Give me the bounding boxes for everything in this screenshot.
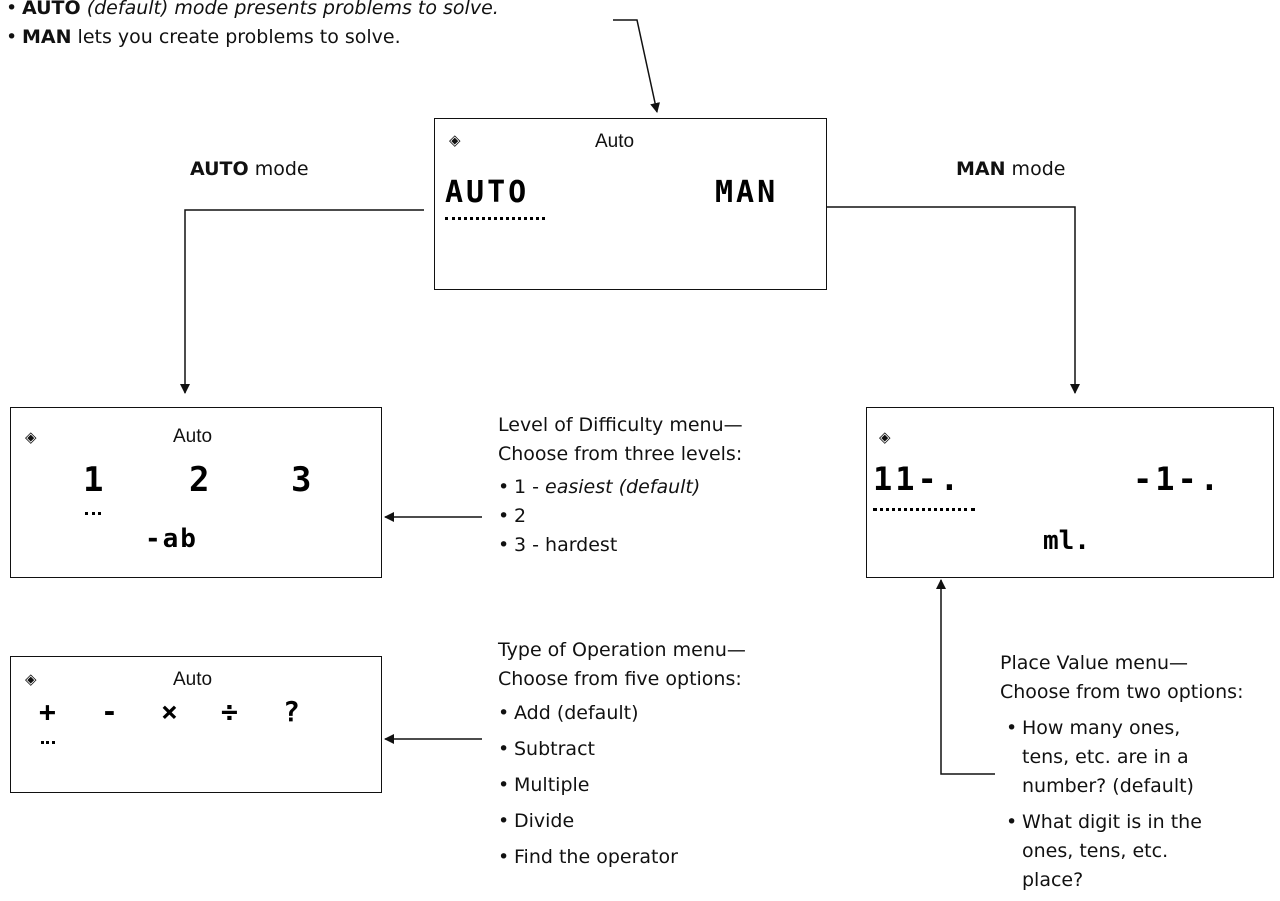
difficulty-item: 1 - easiest (default) <box>498 473 743 502</box>
auto-option[interactable]: AUTO <box>445 175 530 210</box>
level-option-2[interactable]: 2 <box>189 460 210 500</box>
op-option-subtract[interactable]: - <box>101 695 118 728</box>
difficulty-screen: ◈ Auto 1 2 3 -ab <box>10 407 382 578</box>
place-item: What digit is in the ones, tens, etc. pl… <box>1006 808 1232 895</box>
level-option-1[interactable]: 1 <box>83 460 104 500</box>
place-option-digit[interactable]: -1-. <box>1133 460 1223 498</box>
op-option-multiply[interactable]: × <box>161 695 178 728</box>
logo-icon: ◈ <box>879 428 891 446</box>
place-indicator: ml. <box>1043 526 1090 556</box>
place-subheading: Choose from two options: <box>1000 681 1244 703</box>
operation-item: Multiple <box>498 771 746 800</box>
place-value-notes: Place Value menu— Choose from two option… <box>1000 649 1275 895</box>
difficulty-heading: Level of Difficulty menu— <box>498 414 743 436</box>
operation-screen: ◈ Auto + - × ÷ ? <box>10 656 382 793</box>
intro-item-man: MAN lets you create problems to solve. <box>6 23 499 52</box>
place-option-ones[interactable]: 11-. <box>873 460 963 498</box>
place-item: How many ones, tens, etc. are in a numbe… <box>1006 714 1212 801</box>
logo-icon: ◈ <box>25 428 37 446</box>
op-option-find[interactable]: ? <box>283 695 300 728</box>
selection-cursor <box>85 512 101 515</box>
difficulty-notes: Level of Difficulty menu— Choose from th… <box>498 411 743 560</box>
op-option-add[interactable]: + <box>39 695 56 728</box>
intro-item-auto: AUTO (default) mode presents problems to… <box>6 0 499 23</box>
difficulty-item: 3 - hardest <box>498 531 743 560</box>
screen-title: Auto <box>595 131 635 152</box>
logo-icon: ◈ <box>449 131 461 149</box>
difficulty-item: 2 <box>498 502 743 531</box>
man-branch-arrow <box>826 206 1080 394</box>
level-option-3[interactable]: 3 <box>291 460 312 500</box>
operation-notes: Type of Operation menu— Choose from five… <box>498 636 746 879</box>
op-option-divide[interactable]: ÷ <box>221 695 238 728</box>
place-heading: Place Value menu— <box>1000 652 1189 674</box>
intro-arrow <box>613 19 660 113</box>
level-indicator: -ab <box>145 524 198 554</box>
difficulty-subheading: Choose from three levels: <box>498 443 743 465</box>
place-value-screen: ◈ 11-. -1-. ml. <box>866 407 1274 578</box>
auto-mode-label: AUTO mode <box>190 158 309 180</box>
selection-cursor <box>445 217 545 220</box>
operation-item: Subtract <box>498 735 746 764</box>
auto-branch-arrow <box>180 209 424 394</box>
operation-item: Divide <box>498 807 746 836</box>
intro-notes: AUTO (default) mode presents problems to… <box>6 0 499 52</box>
logo-icon: ◈ <box>25 670 37 688</box>
screen-title: Auto <box>173 669 213 690</box>
operation-subheading: Choose from five options: <box>498 668 742 690</box>
operation-item: Add (default) <box>498 699 746 728</box>
mode-select-screen: ◈ Auto AUTO MAN <box>434 118 827 290</box>
place-arrow <box>936 579 995 775</box>
selection-cursor <box>41 741 55 744</box>
man-mode-label: MAN mode <box>956 158 1066 180</box>
screen-title: Auto <box>173 426 213 447</box>
man-option[interactable]: MAN <box>715 175 779 210</box>
selection-cursor <box>873 508 975 511</box>
operation-heading: Type of Operation menu— <box>498 639 746 661</box>
operation-item: Find the operator <box>498 843 746 872</box>
